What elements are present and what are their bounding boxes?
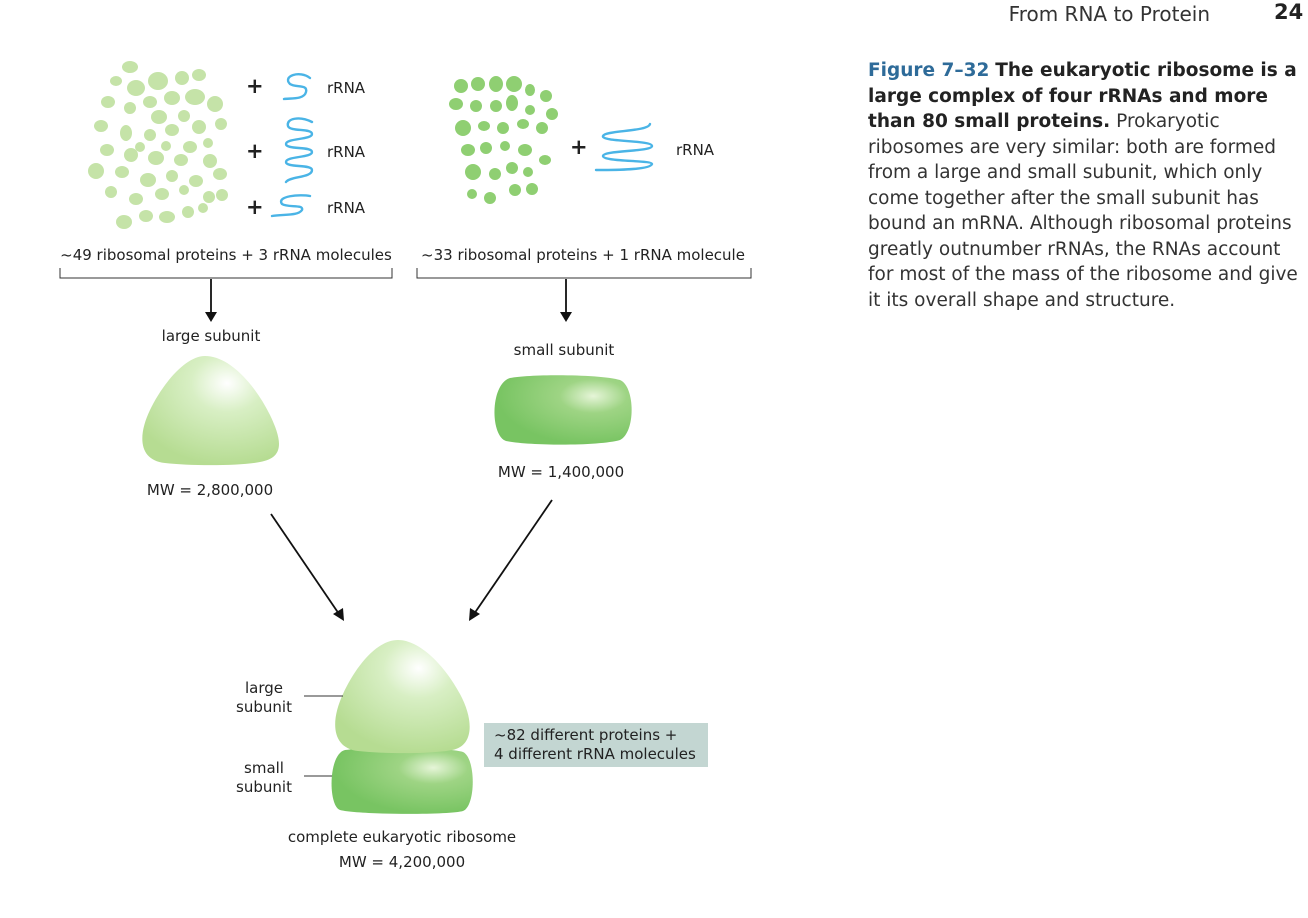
- rrna-label: rRNA: [327, 143, 366, 161]
- plus-sign: +: [246, 74, 264, 98]
- large-components-bracket: [59, 268, 393, 279]
- figure-title: The eukaryotic ribosome is a large compl…: [868, 60, 1297, 132]
- rrna-icon: [270, 194, 312, 218]
- small-subunit-shape: [494, 375, 632, 445]
- large-components-label: ~49 ribosomal proteins + 3 rRNA molecule…: [60, 246, 392, 264]
- running-header-title: From RNA to Protein: [1008, 2, 1210, 26]
- complete-small-subunit-shape: [331, 747, 473, 814]
- plus-sign: +: [246, 195, 264, 219]
- small-subunit-mw: MW = 1,400,000: [497, 463, 625, 481]
- complex-info-box: ~82 different proteins + 4 different rRN…: [484, 723, 708, 767]
- complete-small-subunit-label: small subunit: [236, 759, 292, 796]
- rrna-label: rRNA: [327, 79, 366, 97]
- complete-large-subunit-label: large subunit: [236, 679, 292, 716]
- figure-label: Figure 7–32: [868, 60, 990, 81]
- arrow: [469, 499, 553, 621]
- figure-body: Prokaryotic ribosomes are very similar: …: [868, 111, 1298, 311]
- complete-ribosome-title: complete eukaryotic ribosome: [287, 828, 517, 846]
- arrow: [560, 279, 572, 322]
- plus-sign: +: [570, 135, 588, 159]
- large-subunit-shape: [142, 356, 280, 466]
- rrna-icon: [594, 122, 654, 172]
- ribosome-diagram: [59, 61, 752, 814]
- small-components-label: ~33 ribosomal proteins + 1 rRNA molecule: [421, 246, 745, 264]
- small-components-bracket: [416, 268, 752, 279]
- complete-large-subunit-shape: [335, 640, 470, 754]
- plus-sign: +: [246, 139, 264, 163]
- large-subunit-mw: MW = 2,800,000: [146, 481, 274, 499]
- rrna-icon: [284, 117, 314, 184]
- large-subunit-proteins: [88, 61, 228, 229]
- small-subunit-proteins: [449, 76, 558, 204]
- rrna-icon: [282, 73, 312, 101]
- small-subunit-title: small subunit: [513, 341, 615, 359]
- arrow: [270, 513, 344, 621]
- rrna-label: rRNA: [676, 141, 715, 159]
- large-subunit-title: large subunit: [161, 327, 261, 345]
- rrna-label: rRNA: [327, 199, 366, 217]
- figure-caption: Figure 7–32 The eukaryotic ribosome is a…: [868, 58, 1300, 313]
- complete-ribosome-mw: MW = 4,200,000: [338, 853, 466, 871]
- page-number: 24: [1274, 0, 1304, 24]
- arrow: [205, 279, 217, 322]
